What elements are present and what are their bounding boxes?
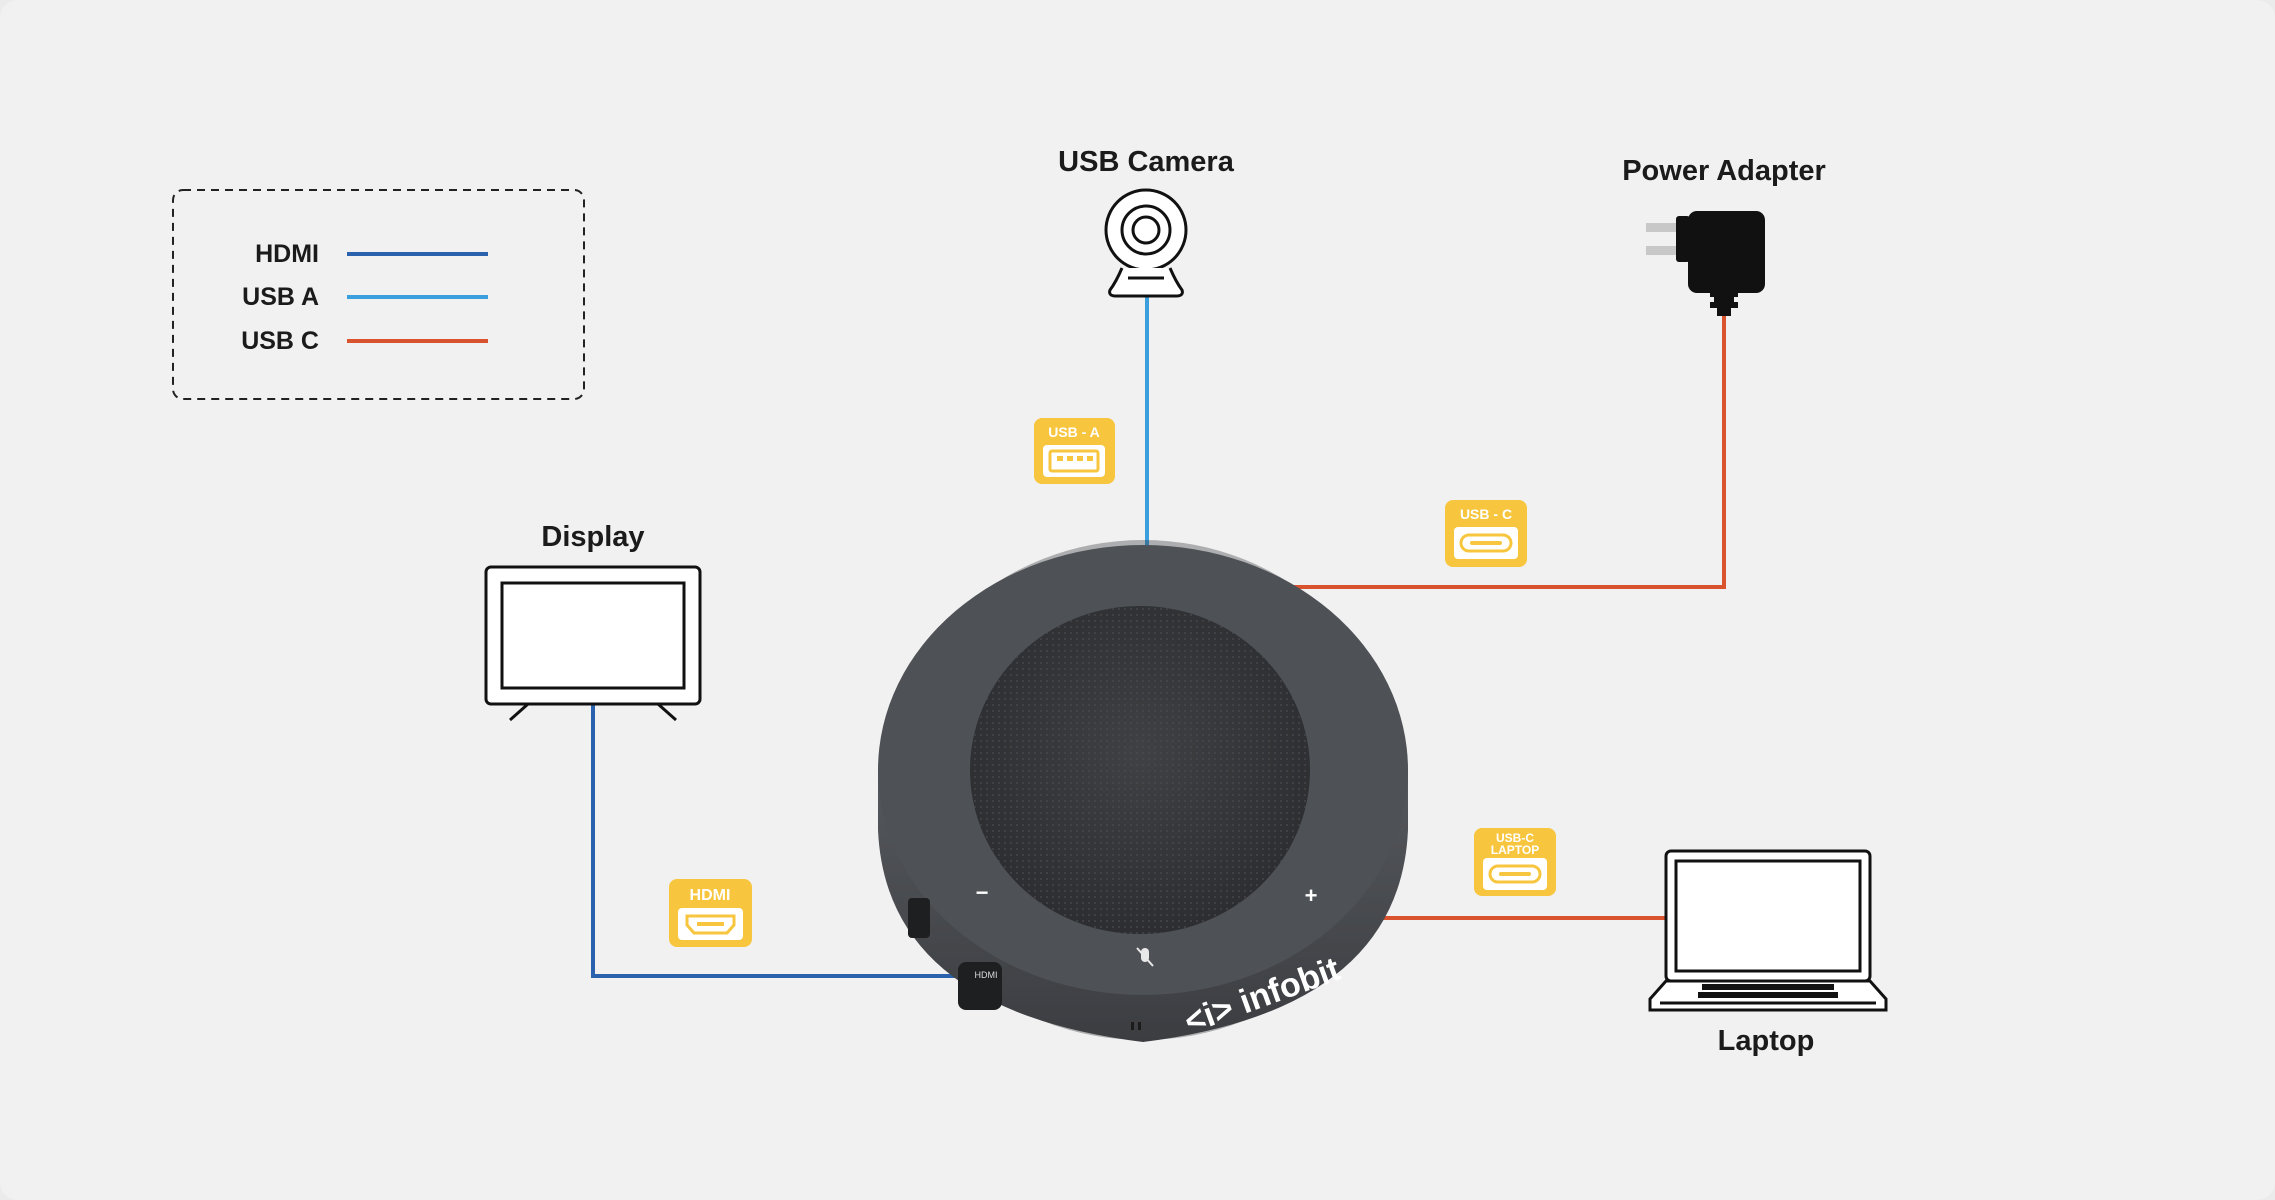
usb-a-badge-text: USB - A <box>1048 424 1100 440</box>
hdmi-badge-text: HDMI <box>690 887 731 904</box>
volume-up-button[interactable]: + <box>1305 883 1318 908</box>
display-label: Display <box>541 521 644 553</box>
power-adapter-label: Power Adapter <box>1622 155 1826 187</box>
laptop-device: Laptop <box>1648 849 1888 1057</box>
usb-a-badge: USB - A <box>1034 418 1115 484</box>
usb-c-badge: USB - C <box>1445 500 1527 567</box>
hdmi-port-label: HDMI <box>975 970 998 980</box>
usb-c-port-icon <box>1454 527 1518 559</box>
volume-down-button[interactable]: − <box>976 880 989 905</box>
mic-hole <box>1138 1022 1141 1030</box>
mic-hole <box>1131 1022 1134 1030</box>
speakerphone-device: − + HDMI <i> infobit <box>878 540 1408 1042</box>
display-device: Display <box>484 521 702 722</box>
legend-label-usb-c: USB C <box>241 327 319 355</box>
usb-a-port-icon <box>1043 445 1105 477</box>
hdmi-badge: HDMI <box>669 879 752 947</box>
tv-display-icon <box>484 565 702 722</box>
speaker-mesh-texture <box>970 606 1310 934</box>
usb-c-power-cable <box>1290 314 1726 589</box>
power-adapter-icon <box>1646 211 1765 316</box>
legend-frame <box>172 189 585 400</box>
usb-c-badge-text: USB - C <box>1460 506 1512 522</box>
usb-c-port-icon <box>1483 858 1547 890</box>
webcam-icon <box>1104 188 1188 298</box>
legend-label-usb-a: USB A <box>242 283 319 311</box>
power-adapter-device: Power Adapter <box>1622 155 1826 316</box>
hdmi-port <box>958 962 1002 1010</box>
usb-camera-label: USB Camera <box>1058 146 1235 178</box>
usb-c-laptop-badge-line2: LAPTOP <box>1491 843 1539 857</box>
side-ports: HDMI <box>908 898 1002 1010</box>
laptop-label: Laptop <box>1718 1025 1815 1057</box>
mute-mic-button[interactable] <box>1136 947 1154 967</box>
hdmi-cable <box>591 705 962 978</box>
usb-port <box>908 898 930 938</box>
cables <box>591 294 1726 978</box>
usb-c-laptop-badge: USB-C LAPTOP <box>1474 828 1556 896</box>
hdmi-port-icon <box>678 908 743 940</box>
usb-camera-device: USB Camera <box>1058 146 1235 298</box>
usb-c-laptop-badge-line1: USB-C <box>1496 831 1534 845</box>
legend-label-hdmi: HDMI <box>255 240 319 268</box>
legend: HDMI USB A USB C <box>172 189 585 400</box>
laptop-icon <box>1648 849 1888 1012</box>
